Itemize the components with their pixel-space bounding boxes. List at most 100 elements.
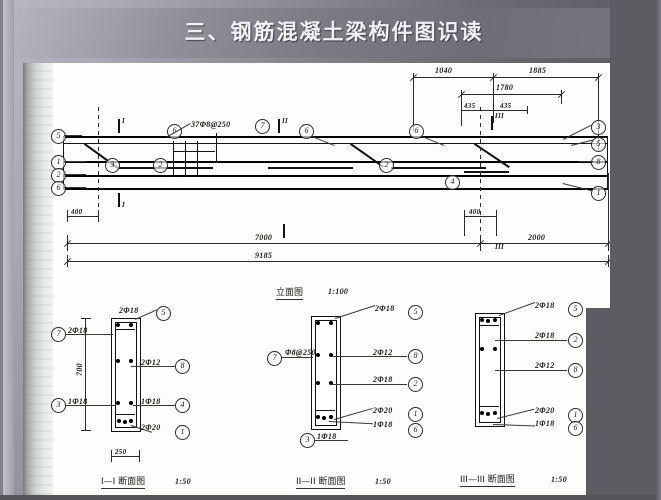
- rebar-dot: [480, 347, 484, 351]
- page-spine-texture: [23, 63, 53, 495]
- slide-left-band: [0, 0, 14, 500]
- dim-line-top: [413, 77, 598, 78]
- mark-circle-left-6: 6: [51, 181, 66, 196]
- rebar-label-3: 1Φ18: [317, 432, 337, 441]
- title-bar: 三、钢筋混凝土梁构件图识读: [14, 8, 654, 58]
- page-spine-shadow: [23, 63, 53, 495]
- leader-line: [131, 366, 176, 367]
- dim-line-2000: [480, 243, 608, 244]
- stirrup-note-label: 37Φ8@250: [191, 120, 231, 129]
- mark-circle-right-5: 5: [591, 137, 606, 152]
- dim-line-400-right: [464, 216, 496, 217]
- section-cut-II-bottom: [283, 224, 285, 238]
- dim-label-7000: 7000: [255, 233, 273, 242]
- rebar-dot: [329, 381, 333, 385]
- dim-line-435b: [495, 110, 527, 111]
- dim-line-7000: [67, 243, 480, 244]
- rebar-dot: [486, 319, 490, 323]
- mark-circle-right-3: 3: [591, 120, 606, 135]
- leader-line: [64, 135, 82, 136]
- dim-ext: [496, 210, 497, 236]
- rebar-dot: [116, 323, 120, 327]
- dim-line-435a: [461, 110, 495, 111]
- rebar-dot: [129, 419, 133, 423]
- stirrup-outline: [115, 322, 137, 428]
- beam-top-edge: [63, 136, 608, 138]
- leader-line: [65, 405, 115, 406]
- rebar-label-5: 2Φ18: [535, 301, 555, 310]
- rebar-label-1: 2Φ20: [141, 423, 161, 432]
- dim-ext: [81, 318, 91, 319]
- section-2-caption-scale: 1:50: [375, 477, 391, 486]
- dim-ext: [464, 210, 465, 236]
- rebar-label-1: 2Φ20: [535, 406, 555, 415]
- leader-line: [335, 305, 376, 319]
- mark-circle-right-1: 1: [591, 186, 606, 201]
- mark-circle-6: 6: [408, 423, 423, 438]
- hatch-line: [479, 406, 499, 407]
- mark-circle-6c: 6: [409, 124, 424, 139]
- section-cut-I-bottom: [118, 193, 120, 207]
- leader-line: [64, 174, 86, 175]
- scanned-drawing-page: · · 1040 1885 1780 435: [23, 63, 610, 495]
- mark-circle-2: 2: [153, 158, 168, 173]
- rebar-dot: [322, 416, 326, 420]
- hatch-line: [115, 414, 135, 415]
- bent-bar-mid-h2: [391, 167, 486, 169]
- mark-circle-7: 7: [255, 119, 270, 134]
- mark-circle-2: 2: [408, 377, 423, 392]
- mark-circle-6: 6: [568, 421, 583, 436]
- dim-label-2000: 2000: [528, 233, 546, 242]
- stirrup-cross: [173, 151, 215, 152]
- rebar-dot: [116, 401, 120, 405]
- dim-label-435-left: 435: [464, 102, 476, 110]
- leader-line: [495, 340, 567, 341]
- section-centerline-III: [480, 107, 481, 242]
- section-1-caption-scale: 1:50: [175, 477, 191, 486]
- rebar-label-6: 1Φ18: [535, 419, 555, 428]
- dim-ext: [67, 210, 68, 222]
- beam-bottom-edge: [63, 188, 608, 190]
- rebar-label-6: 1Φ18: [373, 420, 393, 429]
- hatch-line: [479, 325, 499, 326]
- mark-circle-1: 1: [408, 407, 423, 422]
- rebar-label-8: 2Φ12: [535, 361, 555, 370]
- dim-ext: [561, 90, 562, 104]
- mark-circle-3: 3: [105, 158, 120, 173]
- leader-line: [65, 334, 113, 335]
- mark-circle-4: 4: [175, 398, 190, 413]
- beam-bottom-bar: [63, 175, 608, 177]
- title-bar-gloss: [14, 8, 654, 58]
- beam-bar-line-5: [63, 143, 608, 144]
- leader-line: [64, 161, 86, 162]
- dim-label-9185: 9185: [255, 251, 273, 260]
- stirrup-line: [197, 141, 198, 177]
- mark-circle-4: 4: [445, 175, 460, 190]
- leader-line: [331, 384, 407, 385]
- section-label-III-bottom: III: [495, 243, 505, 251]
- section-1-caption-name: I—I 断面图: [101, 474, 146, 489]
- mark-circle-5: 5: [156, 306, 171, 321]
- slide-right-edge: [656, 0, 661, 500]
- hatch-line: [315, 410, 335, 411]
- rebar-dot: [316, 353, 320, 357]
- section-label-I-bottom: I: [122, 201, 126, 209]
- section-2-caption-name: II—II 断面图: [296, 474, 346, 489]
- dim-ext-left: [413, 73, 414, 131]
- section-3-caption-name: III—III 断面图: [460, 472, 515, 487]
- section-1-caption-text: I—I 断面图: [101, 477, 146, 489]
- rebar-label-5: 2Φ18: [375, 304, 395, 313]
- rebar-dot: [129, 323, 133, 327]
- leader-line: [331, 356, 407, 357]
- rebar-dot: [480, 411, 484, 415]
- dim-label-1885: 1885: [529, 66, 547, 75]
- bent-bar-right-h: [464, 171, 509, 173]
- leader-line: [495, 370, 567, 371]
- rebar-dot: [486, 412, 490, 416]
- rebar-dot: [117, 419, 121, 423]
- rebar-dot: [493, 347, 497, 351]
- rebar-label-7: Φ8@250: [285, 348, 316, 357]
- section-2-caption-text: II—II 断面图: [296, 477, 346, 489]
- stirrup-line: [173, 141, 174, 177]
- mark-circle-8: 8: [175, 359, 190, 374]
